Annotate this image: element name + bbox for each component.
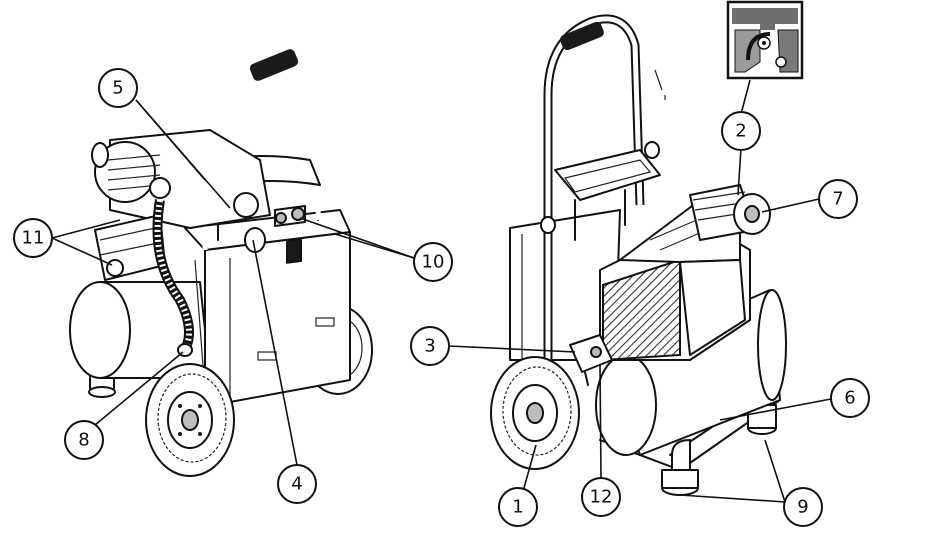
callout-4: 4 (277, 464, 317, 504)
left-front-wheel (145, 363, 235, 477)
left-gauges (233, 192, 306, 253)
callout-7-label: 7 (832, 189, 843, 210)
callout-10-label: 10 (422, 252, 445, 273)
callout-11: 11 (13, 218, 53, 258)
left-pump-head (91, 129, 271, 281)
right-tank (595, 289, 787, 456)
callout-6: 6 (830, 378, 870, 418)
callout-1-label: 1 (512, 497, 523, 518)
callout-2: 2 (721, 111, 761, 151)
right-pressure-switch (569, 334, 613, 386)
right-cart-frame (509, 14, 666, 370)
callout-9: 9 (783, 487, 823, 527)
callout-7: 7 (818, 179, 858, 219)
callout-2-label: 2 (735, 121, 746, 142)
left-handle-frame (194, 49, 325, 251)
leader-lines (51, 79, 832, 503)
callout-12-label: 12 (590, 487, 613, 508)
right-front-wheel (490, 356, 580, 470)
callout-5: 5 (98, 68, 138, 108)
callout-8: 8 (64, 420, 104, 460)
right-compressor-illustration (490, 14, 787, 496)
right-flywheel (733, 193, 771, 235)
callout-6-label: 6 (844, 388, 855, 409)
callout-1: 1 (498, 487, 538, 527)
callout-3-label: 3 (424, 336, 435, 357)
callout-12: 12 (581, 477, 621, 517)
left-compressor-illustration (69, 49, 373, 477)
callout-3: 3 (410, 326, 450, 366)
callout-4-label: 4 (291, 474, 302, 495)
left-cabinet (184, 209, 351, 403)
callout-11-label: 11 (22, 228, 45, 249)
callout-9-label: 9 (797, 497, 808, 518)
callout-5-label: 5 (112, 78, 123, 99)
callout-8-label: 8 (78, 430, 89, 451)
detail-inset (726, 0, 804, 80)
callout-10: 10 (413, 242, 453, 282)
